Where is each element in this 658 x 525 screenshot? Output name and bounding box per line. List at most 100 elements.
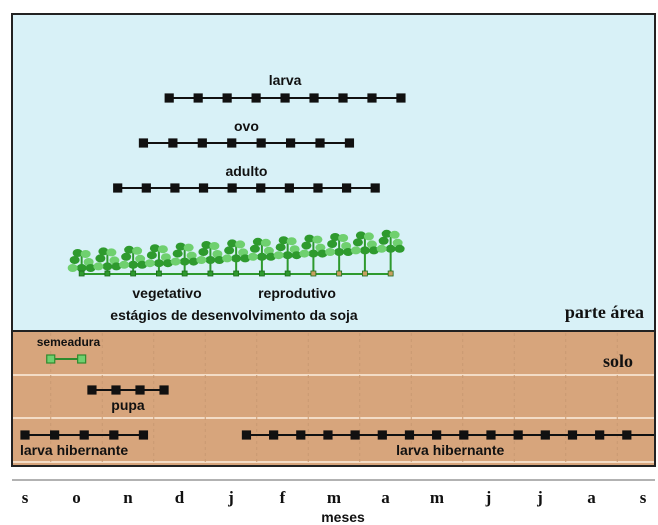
stage-marker [256,183,266,193]
stage-marker [164,93,174,103]
stage-marker [77,354,87,364]
month-label: s [22,488,29,507]
soy-stage-marker [181,270,188,277]
stage-larva: larva [164,72,406,103]
month-label: f [280,488,286,507]
soy-stage-marker [233,270,240,277]
stage-marker [567,430,578,440]
x-axis-label: meses [321,509,365,525]
month-label: a [587,488,596,507]
stage-marker [513,430,523,440]
soy-plant [325,233,354,277]
stage-marker [315,138,325,148]
soy-plant [144,244,173,277]
stage-marker [50,430,60,440]
soybean-plants [67,229,405,277]
stage-marker [109,430,119,440]
month-grid-lines [50,333,618,464]
life-stage-bars: larva ovo adulto semeadura pupa larva hiberna… [20,72,654,458]
soy-plant [93,247,122,277]
stage-marker [404,430,415,440]
soy-stage-marker [207,270,214,277]
stage-marker [269,430,279,440]
stage-marker [350,430,360,440]
stage-marker [241,430,252,440]
stage-marker [138,430,149,440]
stage-marker [338,93,348,103]
soy-stage-marker [387,270,394,277]
stage-marker [344,138,355,148]
stage-marker [296,430,306,440]
stage-marker [138,138,149,148]
stage-marker [168,138,178,148]
stage-marker [367,93,377,103]
stage-marker [113,183,123,193]
soy-stage-marker [284,270,291,277]
stage-marker [284,183,294,193]
soy-stage-marker [130,270,137,277]
soy-stage-marker [258,270,265,277]
stage-marker [251,93,261,103]
month-label: j [485,488,492,507]
reproductive-stage-label: reprodutivo [258,285,336,301]
month-label: o [72,488,81,507]
stage-marker [159,385,169,395]
soy-plant [222,239,251,277]
aerial-zone-label: parte área [565,302,644,322]
month-label: d [175,488,185,507]
stage-marker [622,430,632,440]
soil-zone-background [12,331,655,466]
soil-zone-label: solo [603,351,633,371]
soy-stage-marker [155,270,162,277]
stage-marker [396,93,406,103]
stage-marker [459,430,469,440]
month-label: j [227,488,234,507]
stage-marker [370,183,380,193]
stage-label: ovo [234,118,259,134]
stage-marker [87,385,97,395]
soy-plant [376,229,405,277]
month-label: n [123,488,133,507]
month-label: m [430,488,444,507]
stage-marker [486,430,496,440]
stage-marker [141,183,151,193]
stage-marker [313,183,323,193]
soy-stage-marker [361,270,368,277]
stage-marker [540,430,550,440]
stage-adulto: adulto [113,163,380,193]
stage-marker [198,183,209,193]
stage-marker [222,93,232,103]
soy-plant [67,249,96,277]
stage-marker [46,354,56,364]
stage-ovo: ovo [138,118,355,148]
soy-plant [119,245,148,277]
soy-stage-marker [104,270,111,277]
stage-marker [432,430,442,440]
stage-marker [285,138,296,148]
month-label: a [381,488,390,507]
stage-marker [193,93,203,103]
stage-label: adulto [225,163,267,179]
month-label: j [536,488,543,507]
soy-plant [273,236,302,277]
stage-marker [256,138,266,148]
soy-plant [350,231,379,277]
aerial-zone-background [12,14,655,331]
stage-marker [111,385,121,395]
stage-marker [227,138,237,148]
stage-marker [595,430,605,440]
stage-marker [309,93,319,103]
stage-marker [79,430,89,440]
soy-stages-caption: estágios de desenvolvimento da soja [110,307,358,323]
soy-stage-marker [336,270,343,277]
stage-label: larva hibernante [20,442,128,458]
stage-marker [227,183,237,193]
stage-semeadura: semeadura [37,335,100,364]
stage-marker [170,183,180,193]
soy-stage-marker [310,270,317,277]
stage-marker [377,430,387,440]
stage-label: pupa [111,397,145,413]
stage-marker [20,430,30,440]
